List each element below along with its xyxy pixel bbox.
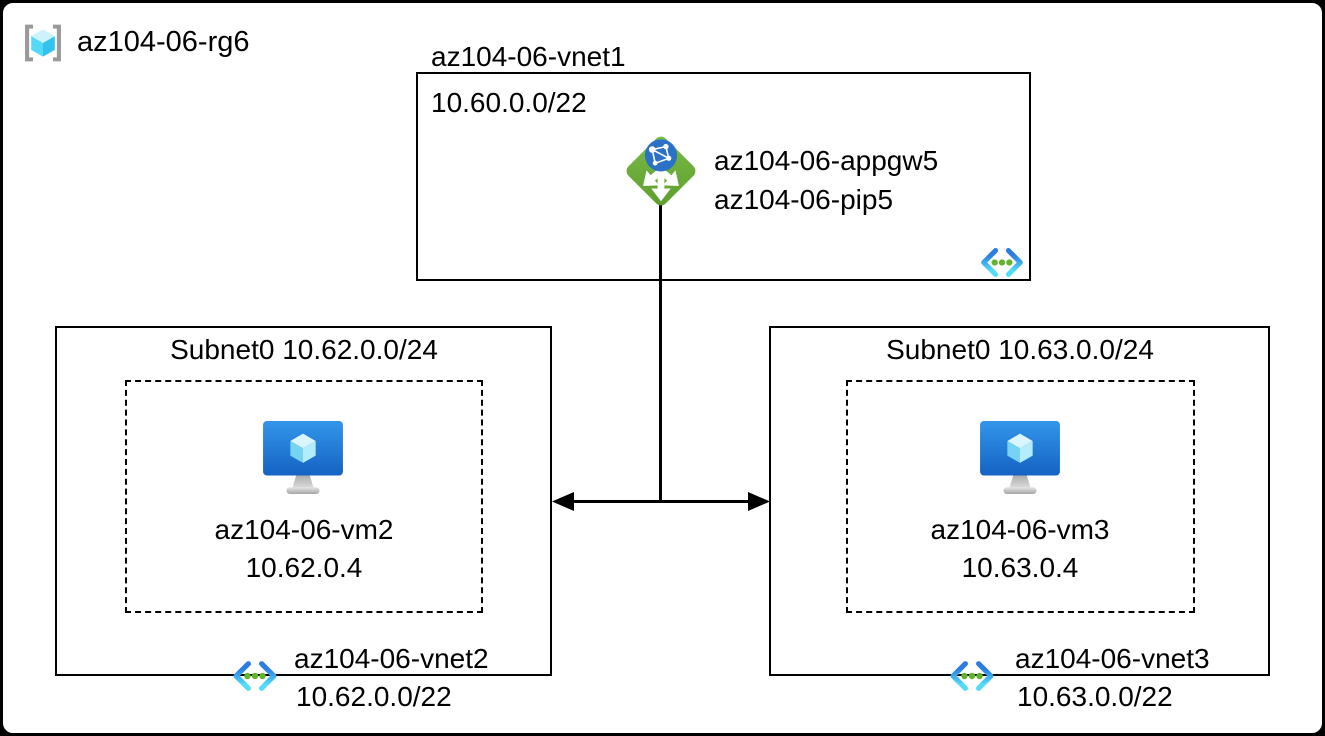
vnet2-box — [55, 326, 552, 676]
appgw-pip-label: az104-06-pip5 — [714, 184, 894, 215]
resource-group-icon — [25, 24, 61, 62]
vnet2-name-label: az104-06-vnet2 — [294, 643, 489, 674]
resource-group-label: az104-06-rg6 — [77, 26, 250, 58]
virtual-network-icon-vnet3 — [950, 661, 994, 691]
appgw-name-label: az104-06-appgw5 — [714, 145, 939, 176]
vm3-name-label: az104-06-vm3 — [930, 514, 1110, 545]
vnet3-box — [769, 326, 1270, 676]
vnet2-cidr-label: 10.62.0.0/22 — [296, 681, 452, 712]
vm2-ip-label: 10.62.0.4 — [245, 552, 363, 583]
vm3-ip-label: 10.63.0.4 — [961, 552, 1079, 583]
vm2-name-label: az104-06-vm2 — [214, 514, 394, 545]
vnet3-cidr-label: 10.63.0.0/22 — [1017, 681, 1173, 712]
vnet3-name-label: az104-06-vnet3 — [1015, 643, 1210, 674]
virtual-network-icon-vnet1 — [981, 248, 1023, 277]
arrowhead-right — [748, 492, 770, 511]
vnet3-subnet-box — [846, 380, 1195, 613]
virtual-network-icon-vnet2 — [233, 661, 277, 691]
vnet1-cidr: 10.60.0.0/22 — [431, 87, 587, 118]
vnet3-subnet-label: Subnet0 10.63.0.0/24 — [886, 334, 1154, 365]
arrowhead-left — [552, 492, 574, 511]
vnet1-box — [416, 72, 1031, 281]
vnet1-title: az104-06-vnet1 — [431, 41, 626, 72]
virtual-machine-icon-vm2 — [263, 420, 343, 495]
application-gateway-icon — [626, 136, 696, 206]
vnet2-subnet-box — [125, 380, 483, 613]
vnet2-subnet-label: Subnet0 10.62.0.0/24 — [170, 334, 438, 365]
virtual-machine-icon-vm3 — [980, 420, 1060, 495]
globe-icon — [644, 139, 678, 172]
